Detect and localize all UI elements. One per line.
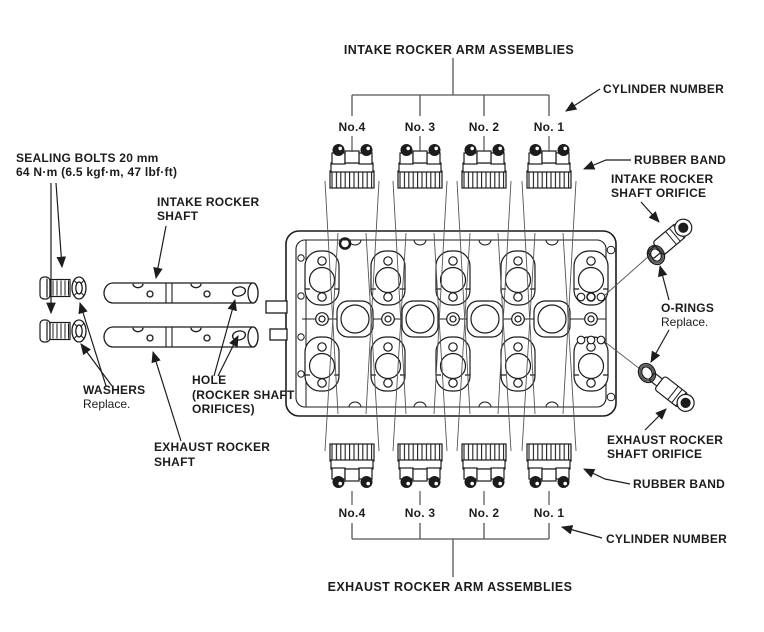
intake-orifice-label-line2: SHAFT ORIFICE	[611, 186, 706, 200]
exhaust-rocker-assembly-no2	[461, 443, 507, 489]
exhaust-orifice-label-line1: EXHAUST ROCKER	[607, 433, 723, 447]
cylinder-head-drawing	[265, 230, 617, 417]
intake-rocker-assemblies	[329, 136, 572, 189]
intake-assemblies-title: INTAKE ROCKER ARM ASSEMBLIES	[344, 43, 574, 57]
intake-shaft-label-line1: INTAKE ROCKER	[157, 195, 259, 209]
exhaust-rocker-assembly-no1	[526, 443, 572, 489]
cylinder-label-top-no1: No. 1	[534, 120, 565, 134]
cylinder-number-labels-top: No.4 No. 3 No. 2 No. 1	[338, 120, 564, 134]
o-rings-label: O-RINGS	[661, 301, 714, 315]
cylinder-label-bottom-no3: No. 3	[405, 506, 436, 520]
sealing-bolt-lower	[39, 319, 71, 343]
sealing-bolts-label-line1: SEALING BOLTS 20 mm	[16, 151, 159, 165]
rubber-band-label-top: RUBBER BAND	[634, 153, 726, 167]
cylinder-label-bottom-no4: No.4	[338, 506, 365, 520]
head-left-stub-upper	[265, 300, 288, 314]
journal-rings	[315, 312, 598, 326]
orifice-hole-strips	[576, 292, 606, 345]
exhaust-rocker-assembly-no4	[329, 443, 375, 489]
assembly-position-fan-lines	[324, 180, 577, 452]
hole-label-line2: (ROCKER SHAFT	[192, 388, 295, 402]
cylinder-number-label-top: CYLINDER NUMBER	[603, 82, 724, 96]
washers-label: WASHERS	[83, 383, 145, 397]
sealing-bolt-upper	[39, 276, 71, 300]
exhaust-shaft-label-line2: SHAFT	[154, 455, 196, 469]
cylinder-label-bottom-no1: No. 1	[534, 506, 565, 520]
orifice-leader-lines	[604, 255, 650, 370]
left-callout-arrows	[46, 182, 239, 442]
intake-shaft-label-line2: SHAFT	[157, 209, 199, 223]
intake-rocker-shaft-orifice-part	[644, 215, 696, 263]
rubber-band-label-bottom: RUBBER BAND	[633, 477, 725, 491]
o-rings-replace-note: Replace.	[661, 315, 708, 329]
cylinder-label-top-no2: No. 2	[469, 120, 500, 134]
hole-label-line3: ORIFICES)	[192, 402, 255, 416]
intake-orifice-label-line1: INTAKE ROCKER	[611, 172, 713, 186]
exhaust-orifice-label-line2: SHAFT ORIFICE	[607, 447, 702, 461]
exhaust-rocker-shaft-part	[103, 326, 259, 348]
exhaust-rocker-assemblies	[329, 443, 572, 505]
spark-plug-towers	[336, 300, 571, 338]
hole-label-line1: HOLE	[192, 373, 226, 387]
exhaust-assemblies-title: EXHAUST ROCKER ARM ASSEMBLIES	[328, 580, 573, 594]
intake-bracket	[351, 58, 550, 116]
cylinder-label-top-no3: No. 3	[405, 120, 436, 134]
cylinder-label-top-no4: No.4	[338, 120, 365, 134]
head-left-stub-lower	[269, 328, 288, 341]
washer-lower	[71, 319, 87, 343]
washers-replace-note: Replace.	[83, 397, 130, 411]
cylinder-label-bottom-no2: No. 2	[469, 506, 500, 520]
washer-upper	[71, 276, 87, 300]
exhaust-rocker-assembly-no3	[397, 443, 443, 489]
sealing-bolts-label-line2: 64 N·m (6.5 kgf·m, 47 lbf·ft)	[16, 165, 177, 179]
cylinder-number-labels-bottom: No.4 No. 3 No. 2 No. 1	[338, 506, 564, 520]
exhaust-bracket	[351, 523, 550, 577]
cylinder-number-label-bottom: CYLINDER NUMBER	[606, 532, 727, 546]
exhaust-shaft-label-line1: EXHAUST ROCKER	[154, 440, 270, 454]
oil-passage-ring	[338, 237, 352, 250]
right-callout-arrows	[560, 88, 670, 539]
